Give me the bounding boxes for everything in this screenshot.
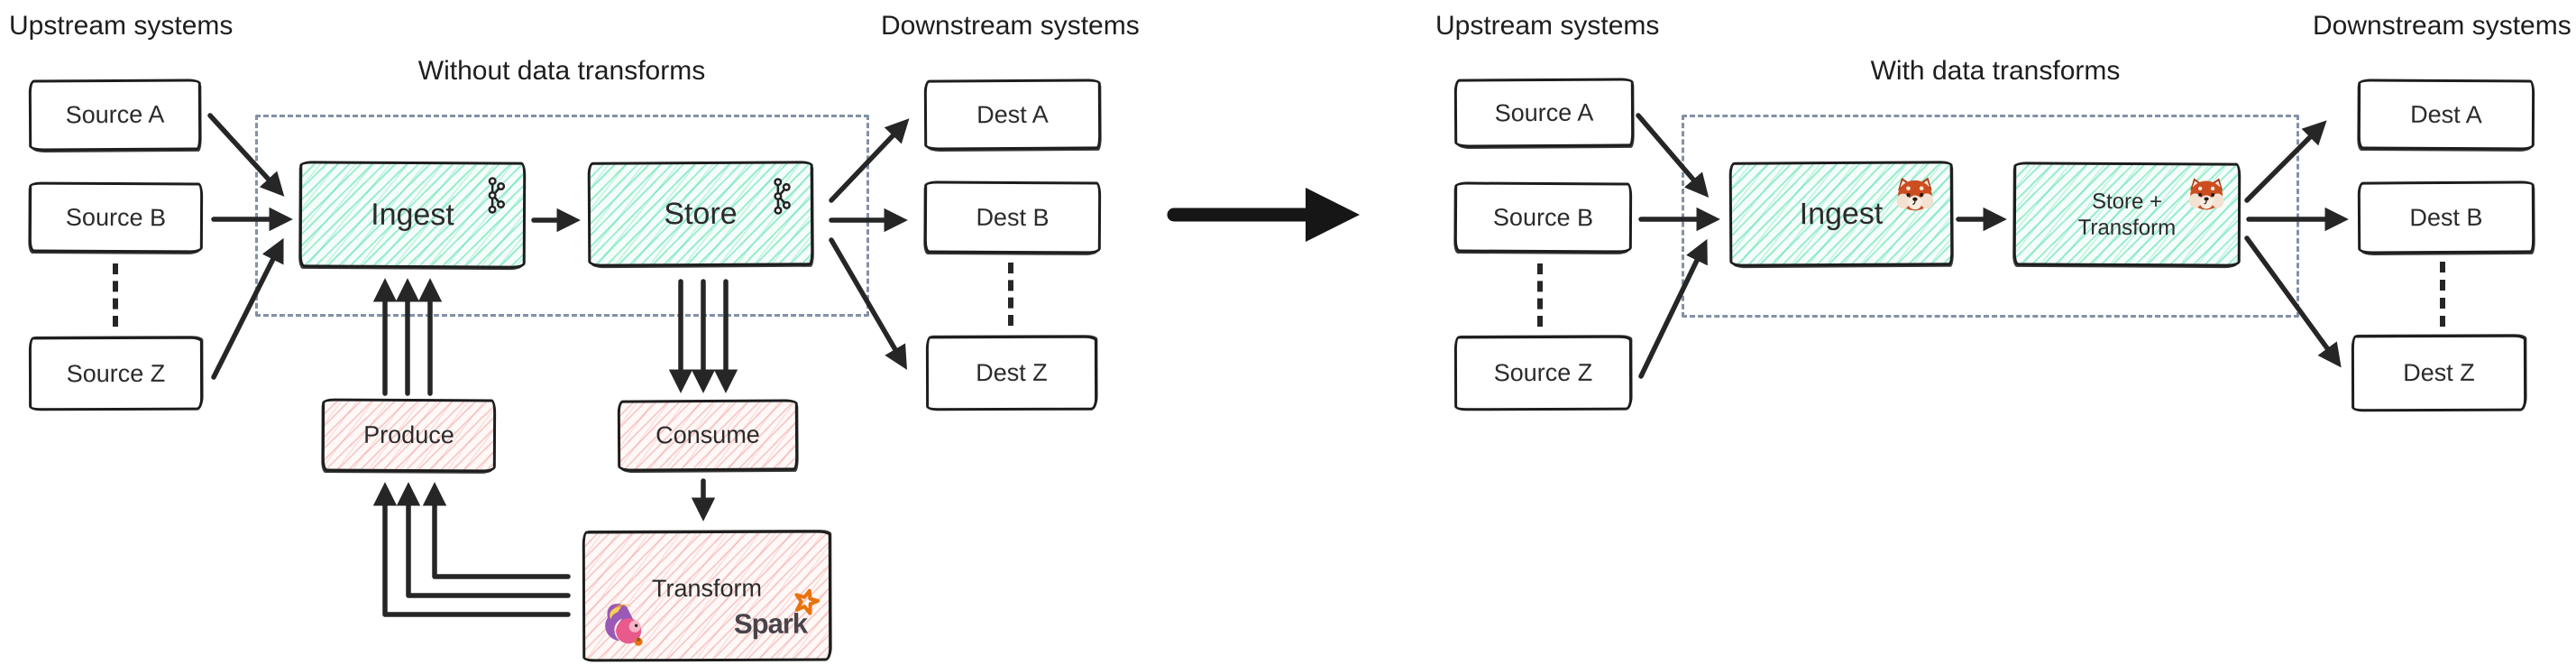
dest-a-box-right: Dest A (2357, 79, 2535, 151)
dest-z-label: Dest Z (2403, 358, 2475, 387)
dest-a-label: Dest A (2410, 100, 2482, 128)
consume-label: Consume (655, 420, 760, 449)
kafka-icon (765, 177, 791, 215)
ingest-box-right: Ingest (1728, 161, 1954, 267)
source-b-box-right: Source B (1453, 181, 1633, 254)
redpanda-icon (2186, 176, 2226, 210)
ellipsis-sources-right (1537, 263, 1543, 327)
dest-z-box-right: Dest Z (2351, 334, 2527, 412)
redpanda-icon (1894, 175, 1936, 211)
ingest-label: Ingest (1799, 196, 1884, 231)
spark-logo: Spark (734, 588, 820, 641)
pipeline-boundary-left (255, 115, 869, 317)
pipeline-boundary-right (1682, 115, 2299, 318)
ingest-box-left: Ingest (298, 161, 527, 269)
source-b-box-left: Source B (28, 181, 204, 254)
upstream-title-left: Upstream systems (9, 11, 234, 41)
upstream-title-right: Upstream systems (1435, 11, 1660, 41)
diagram-title-without: Without data transforms (417, 56, 706, 86)
ellipsis-dests-left (1008, 263, 1013, 326)
store-label: Store (664, 196, 738, 231)
dest-b-label: Dest B (976, 203, 1050, 231)
store-transform-box: Store + Transform (2012, 162, 2241, 267)
dest-b-box-right: Dest B (2357, 180, 2535, 254)
kafka-icon (480, 176, 506, 214)
dest-a-label: Dest A (976, 100, 1049, 128)
ellipsis-dests-right (2440, 262, 2445, 327)
source-a-box-right: Source A (1453, 78, 1635, 148)
source-a-box-left: Source A (28, 79, 202, 152)
source-a-label: Source A (65, 100, 165, 129)
store-box-left: Store (587, 161, 814, 267)
dest-a-box-left: Dest A (923, 79, 1102, 151)
source-z-box-right: Source Z (1453, 335, 1633, 411)
consume-box: Consume (617, 399, 799, 472)
downstream-title-right: Downstream systems (2313, 11, 2571, 41)
dest-b-box-left: Dest B (923, 180, 1102, 254)
dest-z-box-left: Dest Z (925, 335, 1098, 411)
ellipsis-sources-left (113, 263, 118, 327)
transform-box: Transform Spark (582, 530, 832, 662)
flink-squirrel-icon (600, 599, 646, 648)
transform-to-produce-arrows (372, 482, 571, 617)
store-transform-label: Store + Transform (2077, 189, 2177, 240)
downstream-title-left: Downstream systems (881, 11, 1140, 41)
source-z-label: Source Z (1493, 358, 1593, 387)
source-b-label: Source B (1492, 203, 1594, 231)
source-z-box-left: Source Z (28, 336, 204, 411)
spark-star-icon (794, 588, 820, 615)
produce-label: Produce (363, 420, 454, 449)
dest-b-label: Dest B (2409, 203, 2483, 231)
source-b-label: Source B (65, 203, 167, 231)
produce-box: Produce (321, 398, 497, 473)
source-z-label: Source Z (66, 359, 166, 387)
ingest-label: Ingest (371, 197, 454, 232)
diagram-title-with: With data transforms (1870, 56, 2121, 86)
dest-z-label: Dest Z (976, 358, 1048, 387)
source-a-label: Source A (1494, 98, 1594, 126)
